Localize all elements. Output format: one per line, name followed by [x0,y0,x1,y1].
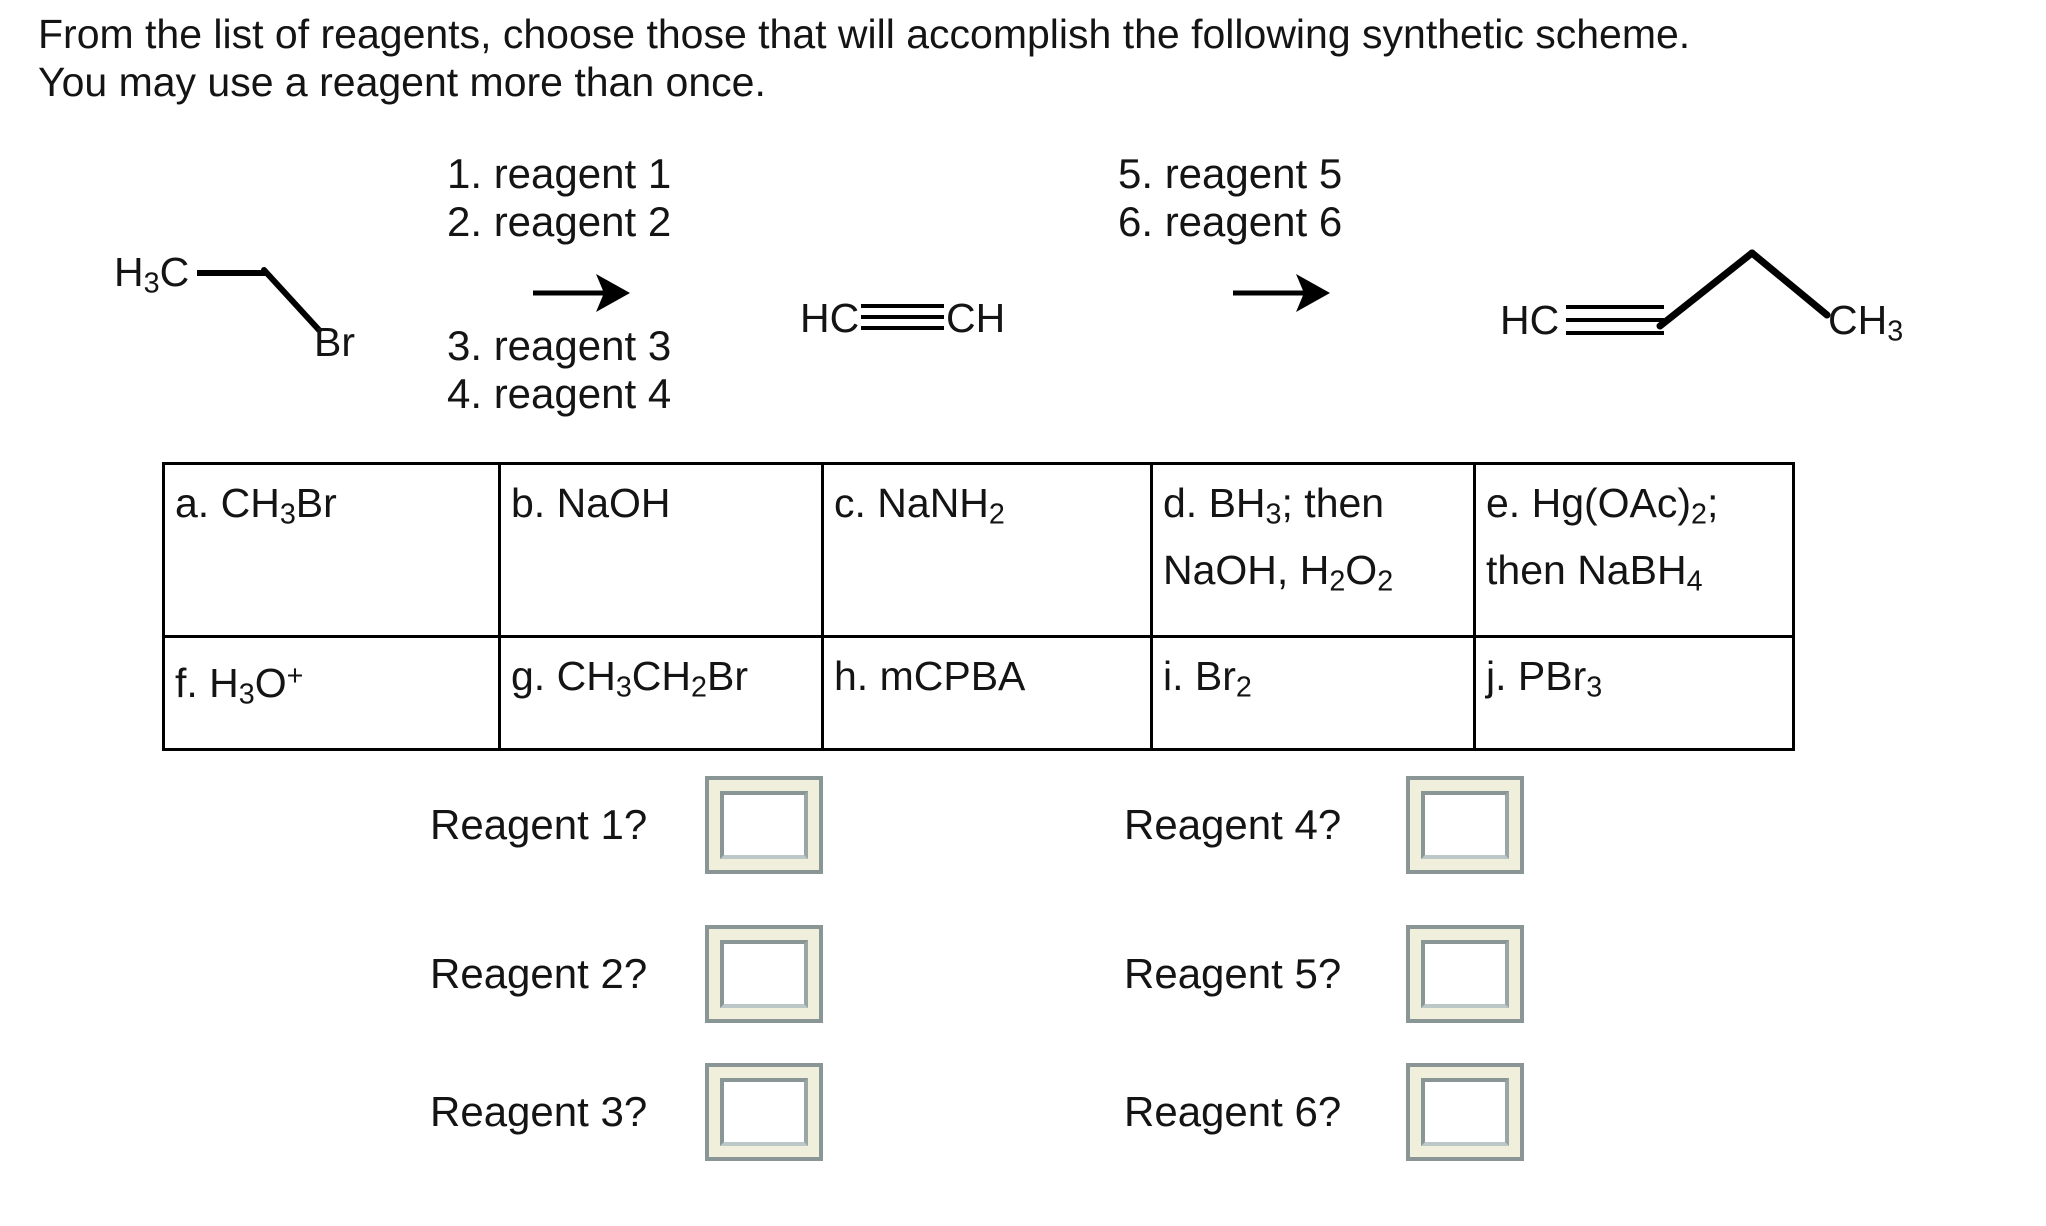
steps-3-4: 3. reagent 3 4. reagent 4 [447,322,671,418]
reagent-1-box[interactable] [705,776,823,874]
reactant-br-label: Br [314,319,355,365]
reagent-2-label: Reagent 2? [430,950,648,997]
step-1: 1. reagent 1 [447,150,672,197]
reagent-4-input[interactable] [1421,791,1509,859]
reagent-table: a. CH3Br b. NaOH c. NaNH2 d. BH3; then N… [162,462,1795,751]
product-ch3-label: CH3 [1828,297,1904,348]
steps-5-6: 5. reagent 5 6. reagent 6 [1118,150,1342,246]
reagent-4-box[interactable] [1406,776,1524,874]
reagent-option-d: d. BH3; then NaOH, H2O2 [1150,462,1476,638]
reaction-arrow-2-head [1296,274,1330,312]
reagent-option-b: b. NaOH [498,462,824,638]
reagent-2-input[interactable] [720,940,808,1008]
reagent-6-box[interactable] [1406,1063,1524,1161]
reagent-6-input[interactable] [1421,1078,1509,1146]
acetylene-right-label: CH [946,295,1006,341]
bond-line [261,267,322,333]
reagent-option-f: f. H3O+ [162,635,501,751]
reagent-5-box[interactable] [1406,925,1524,1023]
reaction-arrow-1-head [596,274,630,312]
reagent-option-i: i. Br2 [1150,635,1476,751]
reagent-option-h: h. mCPBA [821,635,1153,751]
question-line-2: You may use a reagent more than once. [38,59,766,105]
reagent-5-label: Reagent 5? [1124,950,1342,997]
reagent-3-input[interactable] [720,1078,808,1146]
step-2: 2. reagent 2 [447,198,672,245]
reagent-option-a: a. CH3Br [162,462,501,638]
reagent-2-box[interactable] [705,925,823,1023]
reagent-6-label: Reagent 6? [1124,1088,1342,1135]
step-3: 3. reagent 3 [447,322,672,369]
reagent-3-label: Reagent 3? [430,1088,648,1135]
reagent-1-input[interactable] [720,791,808,859]
product-hc-label: HC [1500,297,1560,343]
reagent-option-e: e. Hg(OAc)2; then NaBH4 [1473,462,1795,638]
reagent-3-box[interactable] [705,1063,823,1161]
step-4: 4. reagent 4 [447,370,672,417]
reagent-option-j: j. PBr3 [1473,635,1795,751]
steps-1-2: 1. reagent 1 2. reagent 2 [447,150,671,246]
reagent-5-input[interactable] [1421,940,1509,1008]
question-line-1: From the list of reagents, choose those … [38,11,1691,57]
step-6: 6. reagent 6 [1118,198,1343,245]
reactant-ch3-label: H3C [114,249,190,300]
reagent-table-row-1: a. CH3Br b. NaOH c. NaNH2 d. BH3; then N… [162,462,1795,638]
bond-line [1656,249,1756,330]
bond-line [1748,249,1831,319]
reagent-option-g: g. CH3CH2Br [498,635,824,751]
acetylene-left-label: HC [800,295,860,341]
reagent-option-c: c. NaNH2 [821,462,1153,638]
reagent-table-row-2: f. H3O+ g. CH3CH2Br h. mCPBA i. Br2 j. P… [162,635,1795,751]
reagent-4-label: Reagent 4? [1124,801,1342,848]
step-5: 5. reagent 5 [1118,150,1343,197]
reagent-1-label: Reagent 1? [430,801,648,848]
